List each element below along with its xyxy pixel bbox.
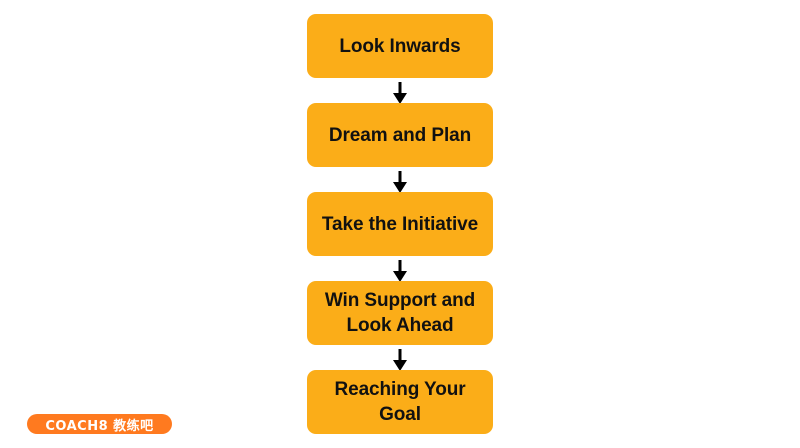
brand-logo-text: COACH8 教练吧 [45,418,154,434]
step-reaching-your-goal: Reaching Your Goal [307,370,493,434]
arrow-down-icon [393,260,407,282]
arrow-down-icon [393,349,407,371]
arrow-down-icon [393,171,407,193]
step-win-support: Win Support and Look Ahead [307,281,493,345]
step-label: Take the Initiative [321,213,479,235]
step-take-the-initiative: Take the Initiative [307,192,493,256]
step-label: Look Inwards [339,35,461,57]
step-label: Reaching Your Goal [334,379,466,425]
step-look-inwards: Look Inwards [307,14,493,78]
arrow-down-icon [393,82,407,104]
brand-logo: COACH8 教练吧 [27,414,172,434]
step-dream-and-plan: Dream and Plan [307,103,493,167]
step-label: Win Support and Look Ahead [324,290,476,336]
step-label: Dream and Plan [328,124,472,146]
